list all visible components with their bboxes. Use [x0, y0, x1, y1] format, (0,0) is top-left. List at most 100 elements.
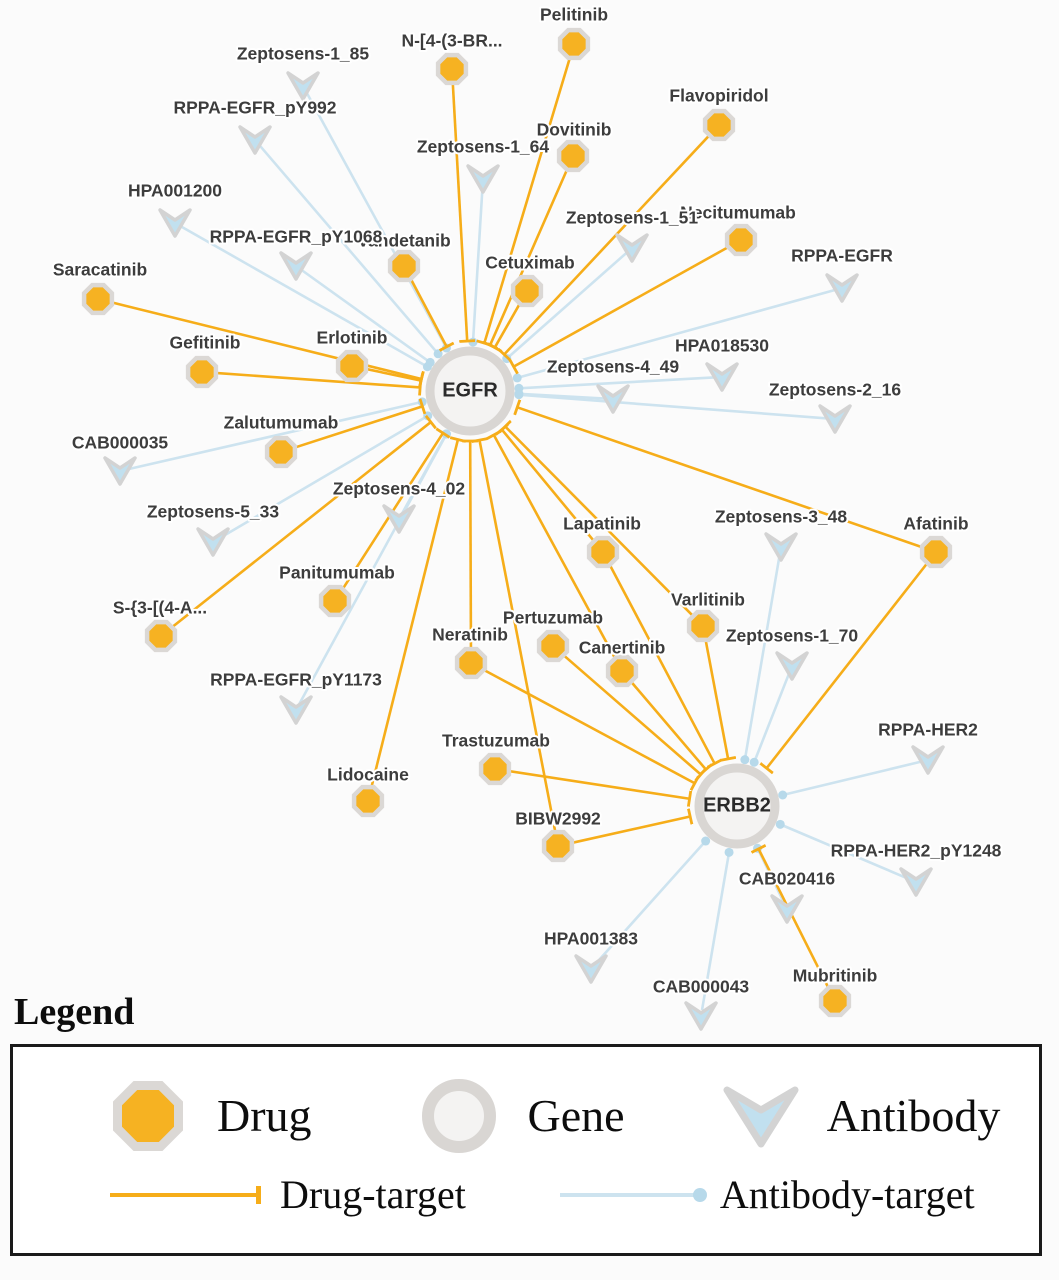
antibody-target-edge	[179, 224, 432, 372]
drug-node[interactable]	[435, 52, 469, 86]
drug-node[interactable]	[818, 984, 852, 1018]
antibody-node-label: RPPA-HER2_pY1248	[831, 841, 1002, 861]
drug-node[interactable]	[605, 654, 639, 688]
antibody-target-edge	[749, 671, 792, 767]
drug-target-edge	[498, 419, 697, 620]
drug-node[interactable]	[586, 535, 620, 569]
antibody-node[interactable]	[279, 251, 313, 281]
antibody-target-edges	[125, 90, 923, 1011]
drug-node-label: Mubritinib	[793, 966, 878, 986]
antibody-node[interactable]	[899, 867, 933, 897]
antibody-node[interactable]	[596, 384, 630, 414]
antibody-node-label: Zeptosens-1_64	[417, 137, 550, 157]
drug-node[interactable]	[478, 752, 512, 786]
drug-node[interactable]	[185, 355, 219, 389]
drug-target-edge-icon	[110, 1186, 261, 1204]
drug-node-label: Necitumumab	[680, 203, 796, 223]
drug-node-label: Lapatinib	[563, 514, 641, 534]
antibody-node[interactable]	[103, 456, 137, 486]
drug-node[interactable]	[387, 249, 421, 283]
drug-target-edge	[559, 651, 708, 782]
drug-node[interactable]	[702, 108, 736, 142]
antibody-node[interactable]	[684, 1001, 718, 1031]
drug-node-label: Pelitinib	[540, 5, 608, 25]
antibody-node[interactable]	[825, 273, 859, 303]
drug-target-edge	[504, 769, 693, 807]
drug-node-label: Lidocaine	[327, 765, 409, 785]
drug-target-edge	[487, 299, 524, 353]
drug-target-edge	[759, 559, 931, 775]
antibody-node[interactable]	[911, 745, 945, 775]
gene-node-ERBB2[interactable]	[694, 763, 780, 849]
drug-target-edge	[627, 677, 713, 776]
antibody-node[interactable]	[238, 125, 272, 155]
antibody-target-edge	[775, 819, 911, 881]
drug-node-label: Cetuximab	[485, 253, 574, 273]
drug-node-label: Erlotinib	[317, 328, 388, 348]
antibody-node-label: RPPA-HER2	[878, 720, 978, 740]
drug-target-edge	[479, 666, 700, 791]
drug-node[interactable]	[724, 223, 758, 257]
antibody-node-label: RPPA-EGFR_pY1173	[210, 670, 382, 690]
drug-target-edge	[482, 164, 571, 350]
drug-node[interactable]	[556, 139, 590, 173]
antibody-target-edge	[778, 760, 923, 800]
legend-item-antibody: Antibody	[721, 1080, 1001, 1152]
antibody-node[interactable]	[286, 71, 320, 101]
antibody-node-label: RPPA-EGFR_pY1068	[210, 227, 383, 247]
antibody-node-label: HPA018530	[675, 336, 769, 356]
antibody-node-label: Zeptosens-1_85	[237, 44, 370, 64]
legend-antibody-label: Antibody	[826, 1090, 1001, 1141]
drug-node-label: Vandetanib	[357, 231, 450, 251]
legend-box: Drug Gene Antibody Dr	[10, 1044, 1042, 1256]
antibody-node[interactable]	[775, 651, 809, 681]
graph-labels: PelitinibN-[4-(3-BR...DovitinibFlavopiri…	[51, 3, 1004, 999]
drug-node[interactable]	[454, 646, 488, 680]
gene-node-EGFR[interactable]	[425, 346, 515, 436]
drug-target-edge	[451, 78, 476, 343]
antibody-node[interactable]	[705, 362, 739, 392]
drug-target-edge	[513, 399, 927, 550]
legend-drug-target-label: Drug-target	[280, 1172, 466, 1217]
antibody-target-edge	[300, 268, 435, 367]
antibody-node[interactable]	[574, 954, 608, 984]
antibody-node[interactable]	[196, 527, 230, 557]
antibody-node[interactable]	[158, 208, 192, 238]
antibody-node[interactable]	[466, 164, 500, 194]
drug-target-edge	[497, 131, 714, 361]
antibody-node[interactable]	[770, 894, 804, 924]
drug-node-label: Gefitinib	[170, 333, 241, 353]
drug-node[interactable]	[81, 282, 115, 316]
drug-node[interactable]	[264, 435, 298, 469]
drug-node[interactable]	[351, 784, 385, 818]
antibody-target-edge	[217, 411, 433, 541]
antibody-node-label: Zeptosens-5_33	[147, 502, 280, 522]
antibody-node[interactable]	[764, 532, 798, 562]
antibody-node-label: CAB020416	[739, 869, 836, 889]
drug-node[interactable]	[919, 535, 953, 569]
antibody-target-edge	[512, 288, 837, 383]
antibody-node[interactable]	[615, 233, 649, 263]
legend-item-drug-target: Drug-target	[108, 1175, 466, 1215]
drug-node[interactable]	[686, 609, 720, 643]
antibody-target-edge	[125, 397, 427, 471]
drug-node-label: Varlitinib	[671, 590, 745, 610]
drug-target-edge	[476, 53, 573, 347]
drug-node[interactable]	[536, 629, 570, 663]
drug-node[interactable]	[557, 27, 591, 61]
drug-target-edge	[462, 439, 479, 654]
drug-target-edge	[407, 274, 455, 352]
antibody-node-label: HPA001200	[128, 181, 222, 201]
drug-node-label: Trastuzumab	[442, 731, 550, 751]
antibody-node[interactable]	[818, 404, 852, 434]
drug-target-edge	[703, 635, 737, 762]
drug-node[interactable]	[335, 349, 369, 383]
drug-node[interactable]	[144, 619, 178, 653]
antibody-target-edge	[502, 250, 629, 364]
drug-node[interactable]	[318, 584, 352, 618]
antibody-node-label: CAB000043	[653, 977, 750, 997]
antibody-node[interactable]	[382, 504, 416, 534]
drug-node[interactable]	[541, 829, 575, 863]
drug-node[interactable]	[510, 274, 544, 308]
antibody-node[interactable]	[279, 695, 313, 725]
